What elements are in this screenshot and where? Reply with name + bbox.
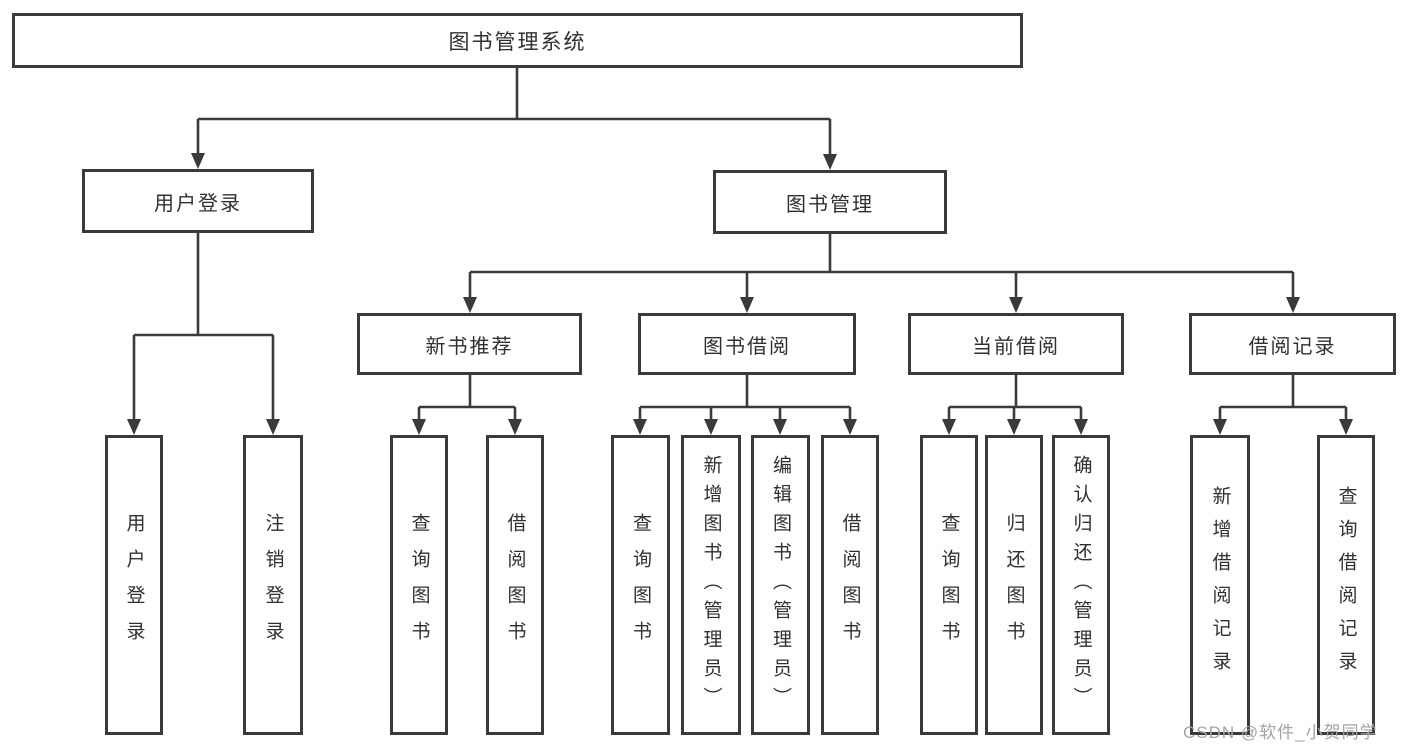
csdn-watermark: CSDN @软件_小贺同学 — [1183, 723, 1378, 742]
leaf-borrow-edit-admin: 编辑图书（管理员） — [751, 435, 810, 735]
leaf-borrow-add-admin: 新增图书（管理员） — [681, 435, 741, 735]
leaf-user-login: 用户登录 — [105, 435, 163, 735]
node-user-login: 用户登录 — [82, 169, 314, 233]
node-new-books: 新书推荐 — [357, 313, 582, 375]
node-book-borrow: 图书借阅 — [638, 313, 856, 375]
node-root-label: 图书管理系统 — [448, 30, 587, 54]
node-root: 图书管理系统 — [12, 13, 1023, 68]
node-book-borrow-label: 图书借阅 — [703, 335, 791, 358]
leaf-newbooks-query: 查询图书 — [390, 435, 448, 735]
leaf-logout: 注销登录 — [243, 435, 303, 735]
leaf-newbooks-query-label: 查询图书 — [408, 513, 430, 657]
leaf-current-query-label: 查询图书 — [938, 513, 960, 657]
leaf-newbooks-borrow: 借阅图书 — [486, 435, 544, 735]
connector-borrow-records — [1218, 375, 1348, 421]
leaf-current-query: 查询图书 — [920, 435, 978, 735]
leaf-return-book: 归还图书 — [985, 435, 1043, 735]
leaf-borrow-book: 借阅图书 — [821, 435, 879, 735]
leaf-confirm-return-admin-label: 确认归还（管理员） — [1070, 454, 1092, 716]
leaf-logout-label: 注销登录 — [262, 513, 284, 657]
leaf-confirm-return-admin: 确认归还（管理员） — [1052, 435, 1110, 735]
leaf-query-borrow-record-label: 查询借阅记录 — [1335, 486, 1357, 684]
node-borrow-records: 借阅记录 — [1189, 313, 1396, 375]
leaf-query-borrow-record: 查询借阅记录 — [1317, 435, 1375, 735]
connector-book-management — [468, 234, 1295, 299]
node-book-management-label: 图书管理 — [786, 193, 874, 216]
leaf-add-borrow-record: 新增借阅记录 — [1190, 435, 1250, 735]
leaf-borrow-edit-admin-label: 编辑图书（管理员） — [770, 454, 791, 716]
connector-book-borrow — [638, 375, 852, 421]
leaf-borrow-query: 查询图书 — [611, 435, 670, 735]
node-current-borrow-label: 当前借阅 — [972, 335, 1060, 358]
leaf-return-book-label: 归还图书 — [1003, 513, 1025, 657]
leaf-borrow-book-label: 借阅图书 — [839, 513, 861, 657]
node-borrow-records-label: 借阅记录 — [1248, 335, 1337, 358]
leaf-borrow-add-admin-label: 新增图书（管理员） — [700, 454, 722, 716]
leaf-user-login-label: 用户登录 — [123, 513, 145, 657]
node-current-borrow: 当前借阅 — [908, 313, 1124, 375]
connector-current-borrow — [947, 375, 1083, 421]
node-new-books-label: 新书推荐 — [425, 335, 514, 358]
arrowheads-down — [127, 153, 1353, 435]
node-book-management: 图书管理 — [713, 170, 947, 234]
connector-root — [196, 66, 832, 156]
leaf-newbooks-borrow-label: 借阅图书 — [504, 513, 526, 657]
leaf-add-borrow-record-label: 新增借阅记录 — [1209, 486, 1231, 684]
connector-paths — [132, 66, 1348, 421]
connector-user-login — [132, 233, 275, 421]
leaf-borrow-query-label: 查询图书 — [630, 513, 651, 657]
node-user-login-label: 用户登录 — [154, 192, 242, 215]
connector-new-books — [417, 375, 517, 421]
